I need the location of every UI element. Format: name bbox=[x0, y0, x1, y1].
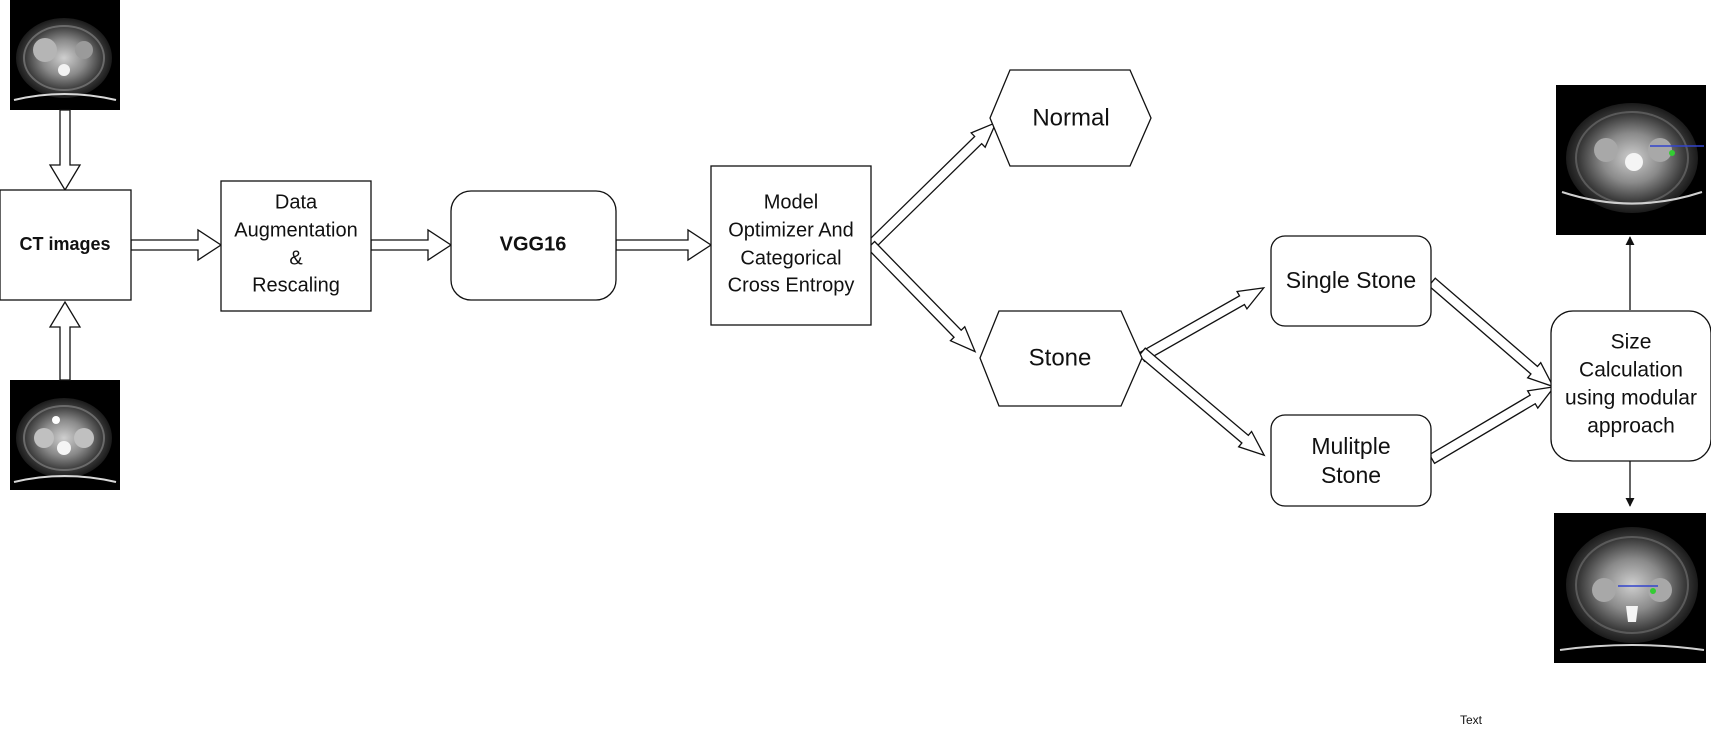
node-size-calculation-line4: approach bbox=[1587, 415, 1675, 438]
node-model-optimizer-line3: Categorical bbox=[740, 247, 841, 269]
node-model-optimizer-line4: Cross Entropy bbox=[728, 274, 855, 296]
arrow-down-icon bbox=[48, 109, 82, 192]
node-model-optimizer: Model Optimizer And Categorical Cross En… bbox=[710, 165, 872, 326]
ct-scan-image-top-left bbox=[10, 0, 120, 110]
arrow-diagonal-icon bbox=[1138, 286, 1266, 363]
arrow-right-icon bbox=[130, 228, 223, 262]
arrow-up-icon bbox=[48, 300, 82, 381]
node-model-optimizer-line2: Optimizer And bbox=[728, 219, 854, 241]
node-data-augmentation-line2: Augmentation bbox=[234, 219, 357, 241]
node-data-augmentation-line1: Data bbox=[275, 191, 318, 213]
node-size-calculation: Size Calculation using modular approach bbox=[1550, 310, 1711, 462]
node-size-calculation-line3: using modular bbox=[1565, 387, 1697, 410]
node-multiple-stone-line2: Stone bbox=[1321, 462, 1381, 488]
node-size-calculation-line2: Calculation bbox=[1579, 359, 1683, 382]
node-multiple-stone-line1: Mulitple bbox=[1311, 433, 1390, 459]
node-ct-images: CT images bbox=[0, 189, 132, 301]
node-single-stone: Single Stone bbox=[1270, 235, 1432, 327]
arrow-diagonal-icon bbox=[866, 121, 998, 250]
ct-result-image-top-right bbox=[1556, 85, 1706, 235]
arrow-right-icon bbox=[615, 228, 713, 262]
node-data-augmentation-line3: & bbox=[289, 247, 303, 269]
ct-scan-image-bottom-left bbox=[10, 380, 120, 490]
node-stone: Stone bbox=[979, 310, 1143, 407]
node-size-calculation-line1: Size bbox=[1611, 331, 1652, 354]
node-data-augmentation: Data Augmentation & Rescaling bbox=[220, 180, 372, 312]
ct-result-image-bottom-right bbox=[1554, 513, 1706, 663]
node-ct-images-label: CT images bbox=[19, 234, 110, 254]
node-normal: Normal bbox=[989, 69, 1152, 167]
arrow-diagonal-icon bbox=[1427, 277, 1555, 388]
node-vgg16-label: VGG16 bbox=[500, 233, 567, 255]
node-stone-label: Stone bbox=[1029, 344, 1092, 371]
node-single-stone-label: Single Stone bbox=[1286, 267, 1416, 293]
arrow-diagonal-icon bbox=[866, 240, 977, 353]
node-data-augmentation-line4: Rescaling bbox=[252, 274, 340, 296]
node-multiple-stone: Mulitple Stone bbox=[1270, 414, 1432, 507]
node-normal-label: Normal bbox=[1032, 104, 1109, 131]
node-vgg16: VGG16 bbox=[450, 190, 617, 301]
arrow-diagonal-icon bbox=[1137, 347, 1266, 457]
arrow-right-icon bbox=[370, 228, 453, 262]
arrow-diagonal-icon bbox=[1428, 385, 1556, 465]
stray-text-label: Text bbox=[1460, 713, 1483, 727]
node-model-optimizer-line1: Model bbox=[764, 191, 818, 213]
